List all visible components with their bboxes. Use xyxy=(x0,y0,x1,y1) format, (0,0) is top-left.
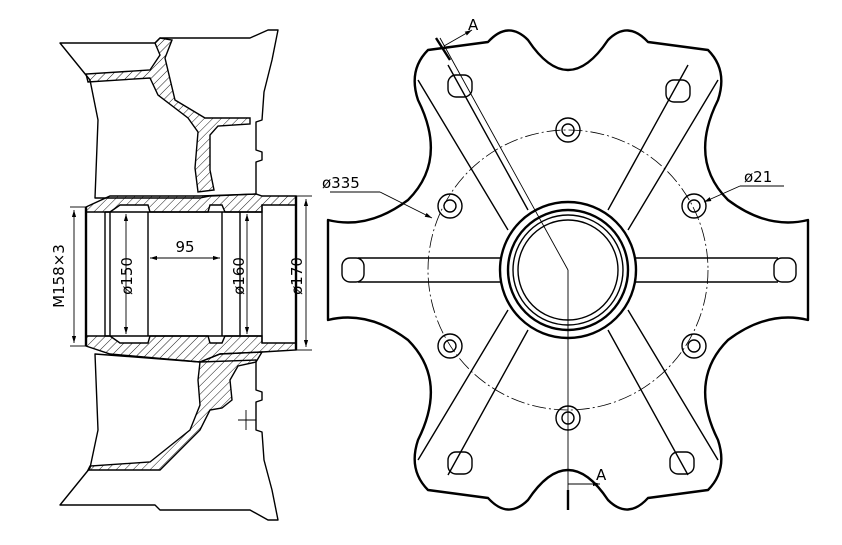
label-thread: M158×3 xyxy=(50,244,68,308)
rim-outline-bottom xyxy=(59,353,279,521)
bolt-hole-inner xyxy=(687,199,701,213)
bolt-hole-inner xyxy=(561,123,575,137)
spoke-section-top xyxy=(85,37,251,193)
lug-slot xyxy=(669,451,695,475)
label-dia335: ø335 xyxy=(322,174,360,192)
label-dia170: ø170 xyxy=(288,257,306,295)
lug-slot xyxy=(341,257,365,283)
label-width95: 95 xyxy=(175,238,194,256)
bolt-hole xyxy=(437,193,463,219)
bolt-hole xyxy=(681,333,707,359)
bolt-circle-335 xyxy=(427,129,709,411)
lug-slot xyxy=(665,79,691,103)
section-line-a-upper xyxy=(439,37,569,271)
leader-21 xyxy=(703,185,741,203)
section-cut-mark-top xyxy=(434,37,452,61)
rim-outline-top xyxy=(59,29,279,199)
bolt-hole-inner xyxy=(443,199,457,213)
label-section-bottom: A xyxy=(596,466,607,484)
bolt-hole xyxy=(437,333,463,359)
label-section-top: A xyxy=(468,16,479,34)
label-dia160: ø160 xyxy=(230,257,248,295)
bolt-hole xyxy=(555,117,581,143)
bolt-hole-inner xyxy=(443,339,457,353)
label-dia150: ø150 xyxy=(118,257,136,295)
section-arrow-top xyxy=(443,29,473,47)
leader-335 xyxy=(379,191,433,219)
lug-slot xyxy=(447,451,473,475)
label-dia21: ø21 xyxy=(744,168,772,186)
bolt-hole xyxy=(681,193,707,219)
lug-slots xyxy=(341,74,797,475)
front-view xyxy=(326,29,810,511)
bolt-hole-inner xyxy=(687,339,701,353)
spoke-section-bottom xyxy=(86,351,264,471)
spoke-ribs xyxy=(358,64,778,476)
lug-slot xyxy=(773,257,797,283)
section-view: M158×3 ø150 95 ø160 ø170 xyxy=(50,29,312,521)
bolt-holes xyxy=(437,117,707,431)
hub-band-bottom xyxy=(85,335,297,363)
hub-band-top xyxy=(85,193,297,213)
hub-outer-contour xyxy=(326,29,810,511)
